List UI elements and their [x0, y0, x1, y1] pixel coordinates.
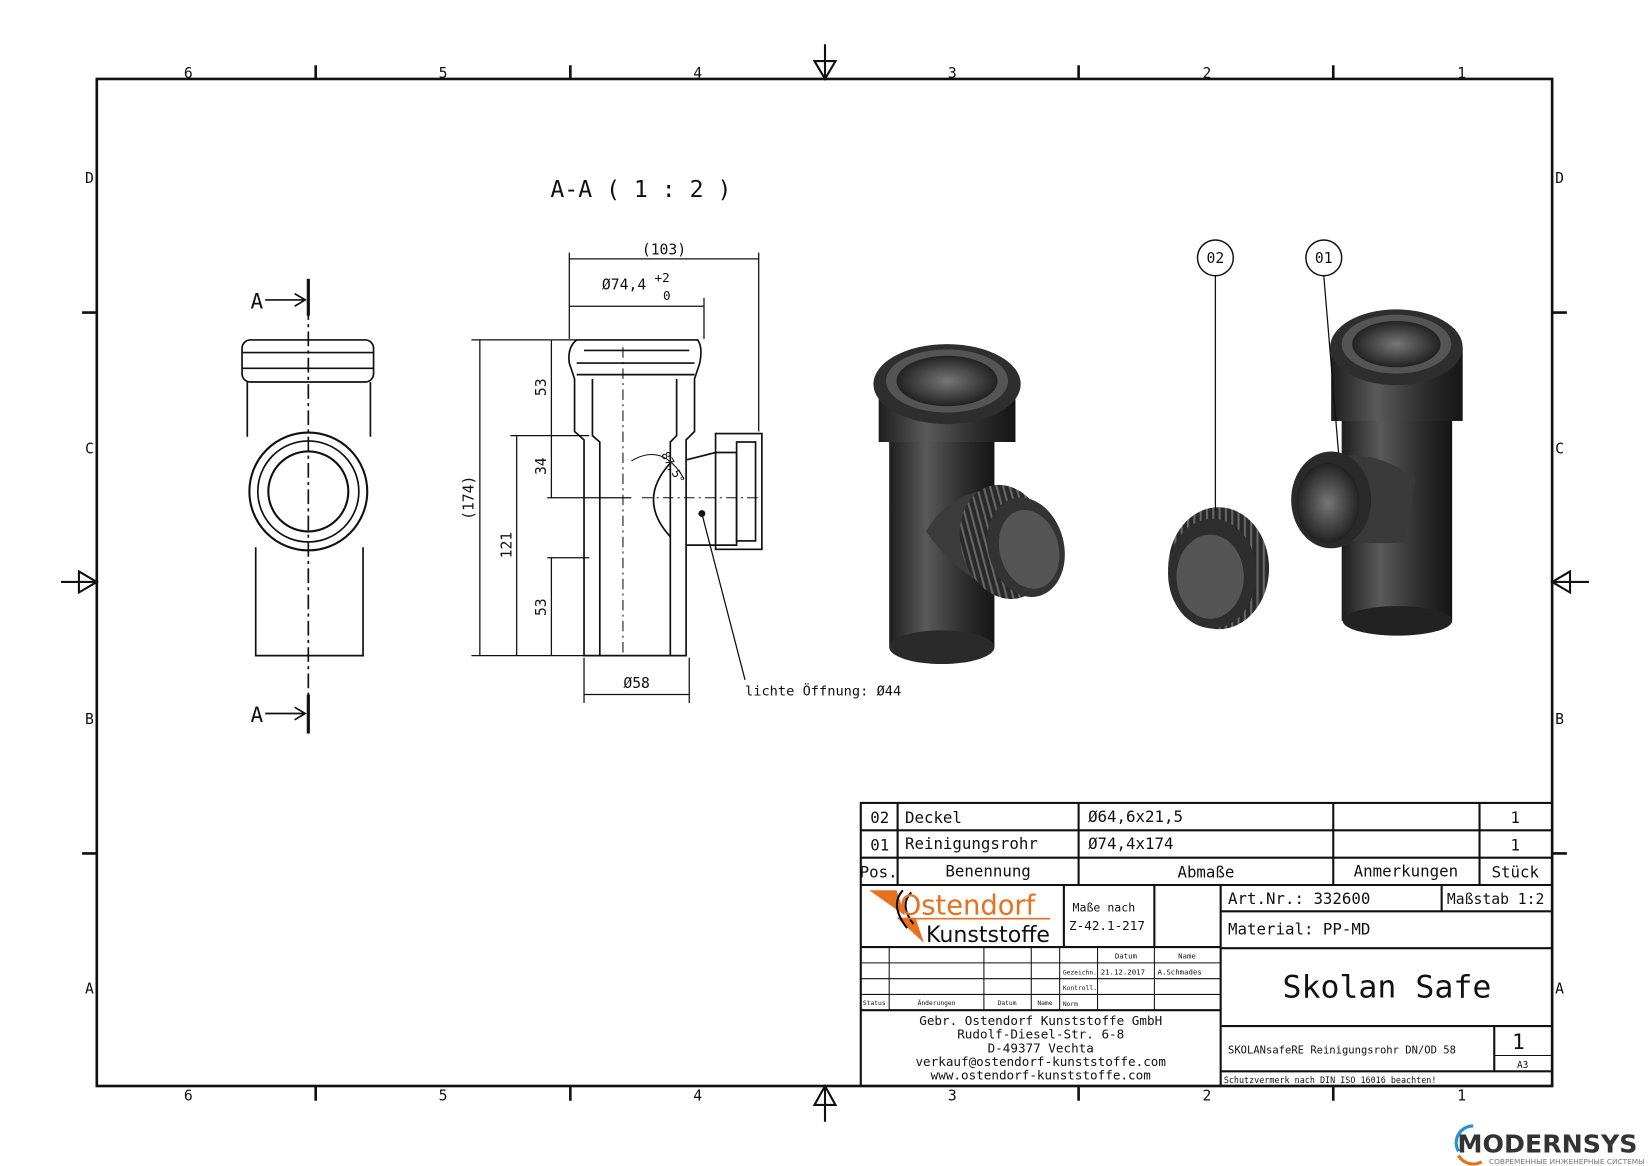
zone-labels: 6 5 4 3 2 1 6 5 4 3 2 1 D C B A D C B A — [85, 65, 1564, 1105]
svg-text:Norm: Norm — [1063, 1001, 1078, 1008]
svg-text:D: D — [85, 170, 94, 187]
svg-text:Kunststoffe: Kunststoffe — [926, 922, 1050, 948]
svg-text:SKOLANsafeRE Reinigungsrohr DN: SKOLANsafeRE Reinigungsrohr DN/OD 58 — [1228, 1044, 1456, 1056]
pipe-part-render — [1291, 275, 1463, 636]
leader-note: lichte Öffnung: Ø44 — [745, 682, 901, 700]
svg-text:C: C — [85, 441, 94, 458]
svg-text:(103): (103) — [642, 242, 686, 259]
svg-text:Schutzvermerk nach DIN ISO 160: Schutzvermerk nach DIN ISO 16016 beachte… — [1224, 1075, 1437, 1085]
svg-text:1: 1 — [1511, 835, 1521, 854]
svg-text:3: 3 — [948, 65, 957, 82]
svg-text:Status: Status — [863, 1000, 886, 1007]
svg-text:Datum: Datum — [998, 1000, 1017, 1007]
ostendorf-logo: Ostendorf Kunststoffe — [869, 889, 1051, 948]
svg-text:Ø74,4: Ø74,4 — [602, 276, 646, 293]
svg-text:Gezeichn.: Gezeichn. — [1063, 969, 1097, 976]
svg-text:Kontroll.: Kontroll. — [1063, 985, 1097, 992]
svg-text:Maße nach: Maße nach — [1073, 900, 1136, 914]
svg-text:0: 0 — [663, 288, 671, 303]
section-dimension-labels: (103) Ø74,4 +2 0 (174) 121 53 34 53 87,5… — [461, 242, 902, 700]
svg-text:2: 2 — [1203, 65, 1212, 82]
front-view — [241, 278, 375, 734]
svg-text:01: 01 — [870, 835, 889, 854]
svg-text:4: 4 — [693, 1088, 702, 1105]
svg-text:B: B — [85, 711, 94, 728]
svg-text:C: C — [1555, 441, 1564, 458]
svg-text:1: 1 — [1457, 65, 1466, 82]
svg-text:D: D — [1555, 170, 1564, 187]
svg-text:5: 5 — [439, 65, 448, 82]
svg-text:(174): (174) — [461, 476, 478, 520]
drawing-title: Skolan Safe — [1282, 970, 1491, 1006]
svg-text:Material: PP-MD: Material: PP-MD — [1228, 919, 1370, 938]
svg-text:verkauf@ostendorf-kunststoffe.: verkauf@ostendorf-kunststoffe.com — [915, 1054, 1166, 1069]
svg-text:1: 1 — [1457, 1088, 1466, 1105]
svg-text:Name: Name — [1178, 952, 1196, 961]
svg-text:A: A — [85, 980, 94, 997]
svg-text:D-49377 Vechta: D-49377 Vechta — [988, 1040, 1094, 1055]
svg-text:MODERNSYS: MODERNSYS — [1457, 1129, 1637, 1158]
svg-text:Gebr. Ostendorf Kunststoffe Gm: Gebr. Ostendorf Kunststoffe GmbH — [919, 1013, 1162, 1028]
svg-text:02: 02 — [1207, 250, 1225, 267]
balloon-01: 01 — [1305, 239, 1343, 277]
svg-text:Ø58: Ø58 — [623, 675, 650, 692]
svg-text:Datum: Datum — [1115, 952, 1138, 961]
svg-text:Benennung: Benennung — [945, 862, 1030, 881]
svg-text:1: 1 — [1512, 1029, 1525, 1054]
cap-part-render — [1168, 275, 1270, 630]
svg-text:4: 4 — [693, 65, 702, 82]
svg-text:A3: A3 — [1517, 1060, 1528, 1071]
svg-text:21.12.2017: 21.12.2017 — [1101, 967, 1145, 976]
section-title: A-A ( 1 : 2 ) — [550, 177, 731, 203]
svg-text:Maßstab 1:2: Maßstab 1:2 — [1447, 891, 1544, 908]
svg-text:01: 01 — [1315, 250, 1333, 267]
svg-text:34: 34 — [533, 457, 550, 475]
assembled-part-render — [873, 344, 1065, 665]
centering-arrows — [61, 44, 1589, 1122]
balloon-02: 02 — [1196, 239, 1235, 277]
svg-text:Name: Name — [1037, 1000, 1052, 1007]
svg-text:3: 3 — [948, 1088, 957, 1105]
svg-text:+2: +2 — [655, 270, 670, 285]
svg-text:Anmerkungen: Anmerkungen — [1354, 862, 1458, 881]
svg-text:6: 6 — [184, 65, 193, 82]
svg-text:Abmaße: Abmaße — [1177, 863, 1234, 882]
title-block: Ostendorf Kunststoffe Maße nach Z-42.1-2… — [860, 885, 1553, 1086]
svg-text:www.ostendorf-kunststoffe.com: www.ostendorf-kunststoffe.com — [931, 1068, 1151, 1083]
svg-text:Z-42.1-217: Z-42.1-217 — [1069, 918, 1145, 933]
svg-text:02: 02 — [870, 808, 889, 827]
svg-text:Deckel: Deckel — [905, 808, 962, 827]
svg-text:1: 1 — [1511, 808, 1521, 827]
modernsys-watermark: MODERNSYS СОВРЕМЕННЫЕ ИНЖЕНЕРНЫЕ СИСТЕМЫ — [1454, 1124, 1645, 1166]
svg-text:Ø74,4x174: Ø74,4x174 — [1088, 834, 1173, 853]
company-address: Gebr. Ostendorf Kunststoffe GmbH Rudolf-… — [915, 1013, 1166, 1083]
svg-text:Pos.: Pos. — [860, 863, 898, 882]
svg-text:Reinigungsrohr: Reinigungsrohr — [905, 834, 1038, 853]
svg-text:Ø64,6x21,5: Ø64,6x21,5 — [1088, 807, 1183, 826]
svg-text:Ostendorf: Ostendorf — [900, 890, 1037, 921]
svg-text:A: A — [1555, 980, 1564, 997]
drawing-frame — [61, 44, 1589, 1122]
svg-text:B: B — [1555, 711, 1564, 728]
svg-text:53: 53 — [533, 378, 550, 396]
svg-text:Art.Nr.: 332600: Art.Nr.: 332600 — [1228, 889, 1370, 908]
svg-text:2: 2 — [1203, 1088, 1212, 1105]
svg-text:Änderungen: Änderungen — [918, 998, 956, 1007]
section-view — [471, 252, 763, 703]
parts-list: 02 Deckel Ø64,6x21,5 1 01 Reinigungsrohr… — [860, 801, 1554, 1088]
svg-text:Rudolf-Diesel-Str. 6-8: Rudolf-Diesel-Str. 6-8 — [957, 1027, 1124, 1042]
cut-label-bottom: A — [250, 702, 263, 727]
svg-text:6: 6 — [184, 1088, 193, 1105]
svg-text:87,5°: 87,5° — [658, 449, 688, 486]
svg-text:5: 5 — [439, 1088, 448, 1105]
svg-text:A.Schmades: A.Schmades — [1158, 967, 1202, 976]
svg-text:53: 53 — [533, 598, 550, 616]
svg-text:Stück: Stück — [1492, 863, 1540, 882]
svg-text:121: 121 — [498, 532, 515, 559]
svg-text:СОВРЕМЕННЫЕ ИНЖЕНЕРНЫЕ СИСТЕМЫ: СОВРЕМЕННЫЕ ИНЖЕНЕРНЫЕ СИСТЕМЫ — [1489, 1157, 1645, 1166]
cut-label-top: A — [250, 288, 263, 313]
